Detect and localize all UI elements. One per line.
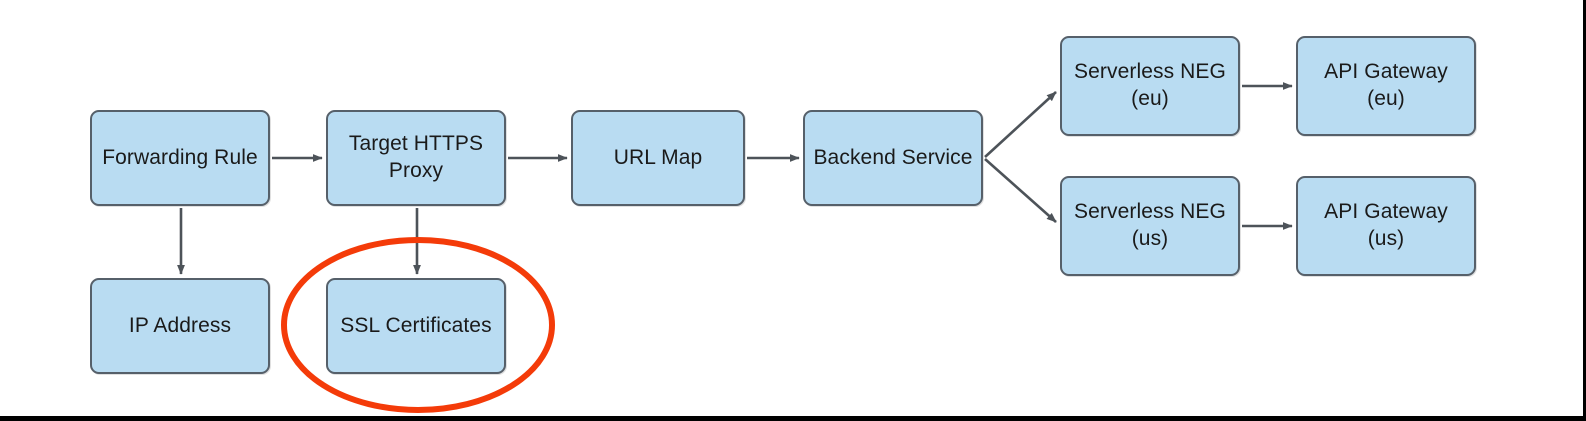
edge-backend-service-to-neg-eu: [984, 91, 1057, 158]
node-backend-service[interactable]: Backend Service: [803, 110, 983, 206]
node-api-gateway-eu[interactable]: API Gateway (eu): [1296, 36, 1476, 136]
node-ip-address[interactable]: IP Address: [90, 278, 270, 374]
edge-backend-service-to-neg-us: [984, 158, 1057, 223]
node-url-map[interactable]: URL Map: [571, 110, 745, 206]
node-forwarding-rule[interactable]: Forwarding Rule: [90, 110, 270, 206]
node-target-https-proxy[interactable]: Target HTTPS Proxy: [326, 110, 506, 206]
node-serverless-neg-us[interactable]: Serverless NEG (us): [1060, 176, 1240, 276]
node-serverless-neg-eu[interactable]: Serverless NEG (eu): [1060, 36, 1240, 136]
node-api-gateway-us[interactable]: API Gateway (us): [1296, 176, 1476, 276]
node-ssl-certificates[interactable]: SSL Certificates: [326, 278, 506, 374]
